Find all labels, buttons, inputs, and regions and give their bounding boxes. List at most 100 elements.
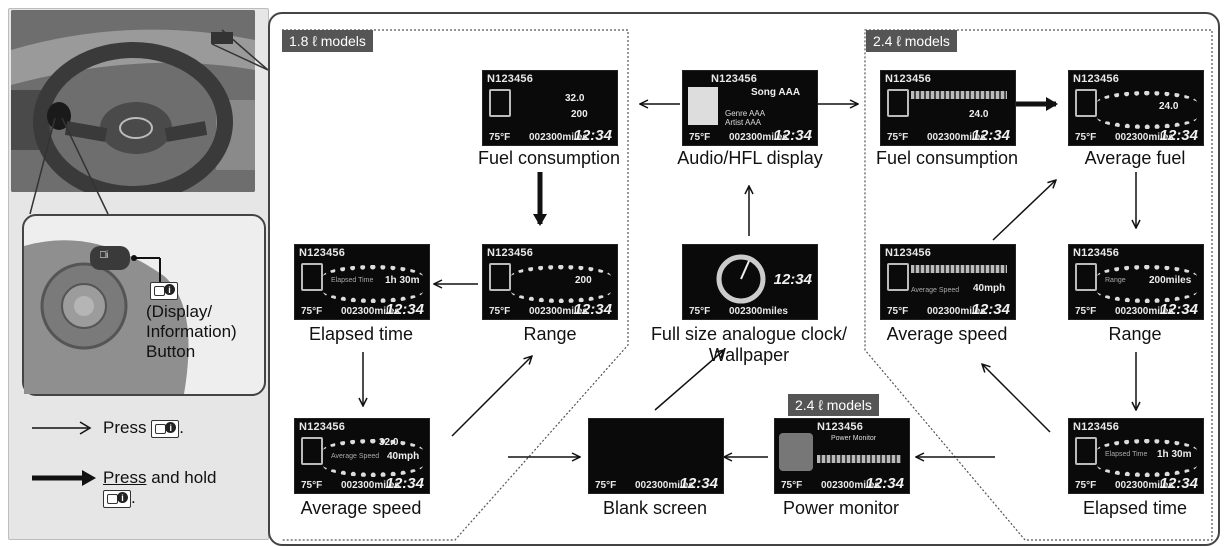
analogue-clock-icon bbox=[716, 254, 766, 304]
screen-blank: 75°F 002300miles 12:34 bbox=[588, 418, 724, 494]
screen-avgfuel-24: N123456 24.0 75°F 002300miles 12:34 bbox=[1068, 70, 1204, 146]
display-info-button-icon[interactable] bbox=[150, 282, 178, 300]
label-audio: Audio/HFL display bbox=[677, 148, 823, 168]
label-clock-line-2: Wallpaper bbox=[708, 345, 790, 365]
models-18-tag: 1.8 ℓ models bbox=[282, 30, 373, 52]
label-power: Power monitor bbox=[782, 498, 900, 518]
clock-time: 12:34 bbox=[385, 301, 424, 318]
temp: 75°F bbox=[1075, 480, 1097, 491]
engine-icon bbox=[779, 433, 813, 471]
value-24: 24.0 bbox=[969, 109, 989, 120]
temp: 75°F bbox=[595, 480, 617, 491]
temp: 75°F bbox=[781, 480, 803, 491]
button-symbol: ⎕i bbox=[100, 250, 109, 261]
legend-press-hold: Press and hold . bbox=[103, 468, 216, 508]
clock-time: 12:34 bbox=[1159, 127, 1198, 144]
odometer: N123456 bbox=[487, 73, 534, 85]
label-avgspeed-24: Average speed bbox=[886, 324, 1008, 344]
clock-time: 12:34 bbox=[385, 475, 424, 492]
fuel-gauge-icon bbox=[489, 89, 511, 117]
arc-band bbox=[323, 439, 423, 477]
clock-time: 12:34 bbox=[573, 301, 612, 318]
display-info-icon bbox=[103, 489, 131, 508]
label-fuel-18: Fuel consumption bbox=[477, 148, 621, 168]
models-24-tag: 2.4 ℓ models bbox=[866, 30, 957, 52]
legend-press-dot: . bbox=[179, 418, 184, 437]
screen-avgspeed-24: N123456 Average Speed 40mph 75°F 002300m… bbox=[880, 244, 1016, 320]
screen-elapsed-24: N123456 Elapsed Time 1h 30m 75°F 002300m… bbox=[1068, 418, 1204, 494]
album-art-icon bbox=[688, 87, 718, 125]
label-range-18: Range bbox=[523, 324, 577, 344]
arc-band bbox=[1097, 439, 1197, 477]
trip: 002300miles bbox=[1115, 306, 1174, 317]
arc-band bbox=[323, 265, 423, 303]
fuel-gauge-icon bbox=[887, 89, 909, 117]
label-elapsed: Elapsed Time bbox=[331, 277, 374, 284]
label-fuel-24: Fuel consumption bbox=[875, 148, 1019, 168]
odometer: N123456 bbox=[299, 247, 346, 259]
temp: 75°F bbox=[301, 306, 323, 317]
legend-press-text: Press bbox=[103, 418, 147, 437]
screen-audio: N123456 Song AAA Genre AAA Artist AAA 75… bbox=[682, 70, 818, 146]
label-avgspeed: Average Speed bbox=[911, 287, 960, 294]
label-range-24: Range bbox=[1108, 324, 1162, 344]
screen-clock: 12:34 75°F 002300miles bbox=[682, 244, 818, 320]
trip: 002300miles bbox=[1115, 132, 1174, 143]
label-clock: Full size analogue clock/ Wallpaper bbox=[636, 324, 862, 366]
value-24: 24.0 bbox=[1159, 101, 1179, 112]
dashboard-photo bbox=[11, 10, 255, 192]
temp: 75°F bbox=[489, 132, 511, 143]
trip: 002300miles bbox=[529, 306, 588, 317]
legend-hold-dot: . bbox=[131, 488, 136, 507]
label-elapsed: Elapsed Time bbox=[1105, 451, 1148, 458]
screen-avgspeed-18: N123456 32.0 Average Speed 40mph 75°F 00… bbox=[294, 418, 430, 494]
power-title: Power Monitor bbox=[831, 435, 877, 442]
temp: 75°F bbox=[1075, 132, 1097, 143]
clock-time: 12:34 bbox=[971, 301, 1010, 318]
screen-range-24: N123456 Range 200miles 75°F 002300miles … bbox=[1068, 244, 1204, 320]
temp: 75°F bbox=[489, 306, 511, 317]
label-avgspeed-18: Average speed bbox=[300, 498, 422, 518]
label-range: Range bbox=[1105, 277, 1126, 284]
temp: 75°F bbox=[689, 306, 711, 317]
fuel-gauge-icon bbox=[301, 437, 323, 465]
label-clock-line-1: Full size analogue clock/ bbox=[650, 324, 848, 344]
trip: 002300miles bbox=[635, 480, 694, 491]
odometer: N123456 bbox=[1073, 73, 1120, 85]
trip: 002300miles bbox=[341, 480, 400, 491]
speed-bar bbox=[911, 265, 1007, 273]
legend-hold-text-2: and hold bbox=[151, 468, 217, 487]
label-elapsed-24: Elapsed time bbox=[1082, 498, 1188, 518]
display-info-icon bbox=[151, 419, 180, 438]
odometer: N123456 bbox=[1073, 421, 1120, 433]
fuel-gauge-icon bbox=[1075, 437, 1097, 465]
label-avgspeed: Average Speed bbox=[331, 453, 380, 460]
value-200: 200 bbox=[575, 275, 592, 286]
screen-fuel-18: N123456 32.0 200 75°F 002300miles 12:34 bbox=[482, 70, 618, 146]
artist: Artist AAA bbox=[725, 118, 762, 127]
screen-elapsed-18: N123456 Elapsed Time 1h 30m 75°F 002300m… bbox=[294, 244, 430, 320]
value-32: 32.0 bbox=[565, 93, 585, 104]
fuel-bar bbox=[911, 91, 1007, 99]
trip: 002300miles bbox=[729, 132, 788, 143]
arc-band bbox=[511, 265, 611, 303]
value-32: 32.0 bbox=[379, 437, 399, 448]
odometer: N123456 bbox=[711, 73, 758, 85]
trip: 002300miles bbox=[529, 132, 588, 143]
button-closeup: ⎕i (Display/ Information) Button bbox=[22, 214, 266, 396]
models-24-power-tag: 2.4 ℓ models bbox=[788, 394, 879, 416]
value-40: 40mph bbox=[387, 451, 420, 462]
clock-time: 12:34 bbox=[773, 271, 812, 288]
odometer: N123456 bbox=[885, 247, 932, 259]
screen-range-18: N123456 200 75°F 002300miles 12:34 bbox=[482, 244, 618, 320]
screen-fuel-24: N123456 24.0 75°F 002300miles 12:34 bbox=[880, 70, 1016, 146]
temp: 75°F bbox=[1075, 306, 1097, 317]
fuel-gauge-icon bbox=[489, 263, 511, 291]
clock-time: 12:34 bbox=[773, 127, 812, 144]
trip: 002300miles bbox=[729, 306, 788, 317]
temp: 75°F bbox=[301, 480, 323, 491]
clock-time: 12:34 bbox=[1159, 475, 1198, 492]
label-elapsed-18: Elapsed time bbox=[308, 324, 414, 344]
